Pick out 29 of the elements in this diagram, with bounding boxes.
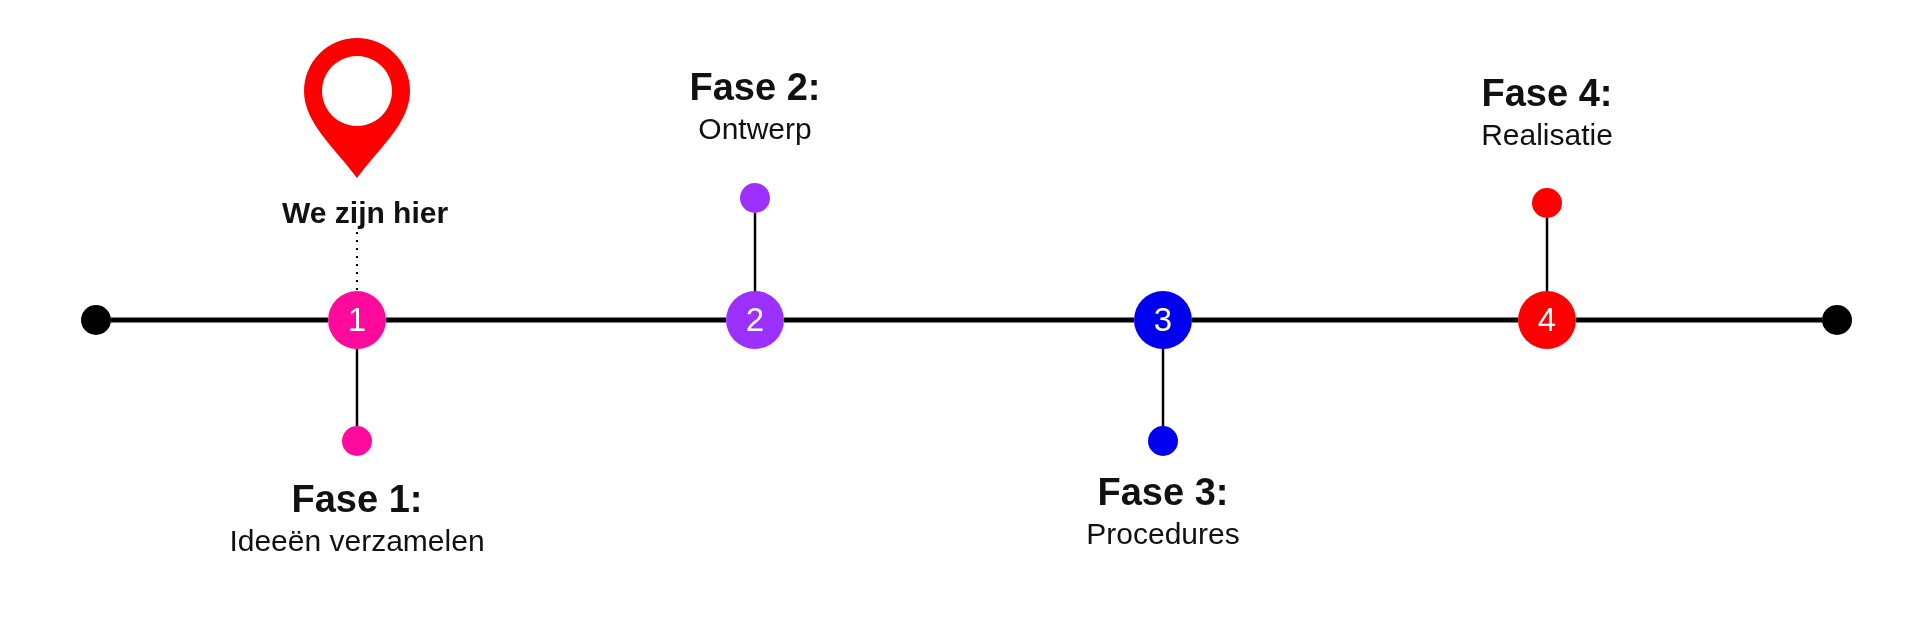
timeline-line: [784, 317, 1134, 323]
phase-title: Fase 1:: [291, 478, 423, 521]
phase-description: Ontwerp: [698, 112, 812, 146]
connector-line: [1545, 218, 1549, 291]
phase-description: Ideeën verzamelen: [229, 524, 485, 558]
connector-line: [753, 213, 757, 291]
connector-line: [1161, 349, 1165, 426]
milestone-dot: [740, 183, 770, 213]
timeline-end-dot: [1822, 305, 1852, 335]
milestone-dot: [342, 426, 372, 456]
phase-description: Procedures: [1086, 517, 1240, 551]
step-circle: 4: [1518, 291, 1576, 349]
phase-title: Fase 4:: [1481, 72, 1613, 115]
phase-description: Realisatie: [1481, 118, 1613, 152]
timeline-line: [386, 317, 726, 323]
step-circle: 2: [726, 291, 784, 349]
dotted-line: [356, 231, 358, 292]
timeline-line: [1192, 317, 1518, 323]
step-circle: 3: [1134, 291, 1192, 349]
timeline-line: [111, 317, 328, 323]
milestone-dot: [1532, 188, 1562, 218]
step-circle: 1: [328, 291, 386, 349]
timeline-line: [1576, 317, 1822, 323]
timeline-end-dot: [81, 305, 111, 335]
phase-title: Fase 2:: [689, 66, 821, 109]
phase-title: Fase 3:: [1097, 471, 1229, 514]
connector-line: [355, 349, 359, 426]
marker-label: We zijn hier: [282, 194, 449, 232]
milestone-dot: [1148, 426, 1178, 456]
